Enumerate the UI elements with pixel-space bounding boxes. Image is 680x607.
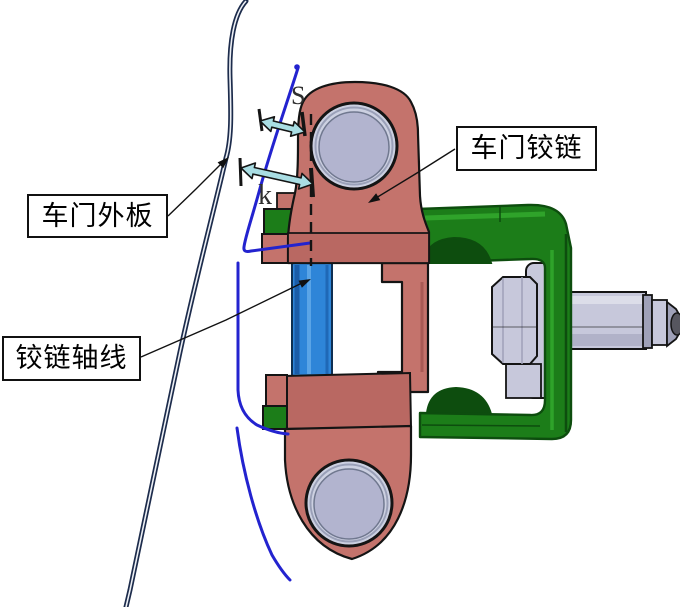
leader-hinge-axis	[140, 279, 311, 358]
lower-left-green-block	[262, 405, 288, 430]
lower-left-tab	[265, 374, 288, 409]
dim-double-arrow-s	[259, 116, 306, 137]
leader-arrowhead	[217, 157, 229, 169]
leader-line	[140, 282, 303, 358]
bracket-bottom-arm-line	[421, 424, 541, 427]
spline-upper	[242, 66, 312, 253]
bolt-nut	[491, 276, 538, 365]
lower-bushing-inner	[313, 468, 385, 540]
spline-lower	[235, 426, 292, 582]
hinge-bolt-assembly	[491, 262, 680, 399]
lower-bushing-ring-edge	[309, 463, 389, 543]
bracket-c-frame	[416, 203, 573, 441]
hinge-link-arch	[376, 261, 430, 394]
door-hinge-upper-leaf	[261, 80, 431, 265]
dim-tick	[238, 157, 243, 187]
bolt-shaft-highlight	[570, 296, 644, 304]
callout-door-hinge: 车门铰链	[456, 126, 597, 171]
bolt-step-ring	[642, 294, 653, 349]
leader-door-outer-panel	[167, 157, 229, 217]
dim-tick	[257, 108, 264, 132]
upper-leaf-base-strip	[287, 232, 430, 264]
door-outer-panel-line	[123, 0, 249, 607]
upper-bushing-ring-edge	[314, 106, 394, 186]
bolt-end-cylinder	[651, 299, 668, 346]
leader-line	[167, 163, 222, 217]
door-section-splines	[235, 64, 312, 582]
callout-door-hinge-label: 车门铰链	[470, 133, 583, 163]
dimension-s: S	[257, 81, 307, 137]
dim-label-s: S	[291, 81, 305, 110]
panel-curve-outer	[123, 0, 249, 607]
lower-leaf-top-strip	[283, 371, 413, 431]
leader-arrowhead	[368, 193, 381, 203]
body-side-bracket	[416, 203, 573, 441]
hinge-pin	[291, 262, 333, 377]
bracket-top-highlight	[424, 211, 546, 221]
dim-label-k: k	[258, 180, 272, 211]
link-arch-c	[376, 261, 430, 394]
leader-line	[375, 148, 456, 199]
callout-hinge-axis-label: 铰链轴线	[15, 343, 128, 373]
leader-arrowhead	[298, 279, 311, 288]
dimension-k: k	[238, 157, 315, 211]
callout-door-outer-panel-label: 车门外板	[41, 200, 154, 231]
callout-hinge-axis: 铰链轴线	[2, 336, 141, 381]
upper-bushing-inner	[318, 111, 390, 183]
door-hinge-lower-leaf	[262, 371, 413, 561]
bolt-tip-cap	[670, 312, 680, 336]
dim-double-arrow-k	[240, 162, 314, 190]
bolt-shaft-shadow	[570, 334, 644, 346]
bolt-nut-lower-tab	[505, 363, 542, 399]
panel-curve-inner-gap	[125, 0, 247, 607]
bracket-lower-dome	[425, 386, 493, 416]
spline-middle	[236, 261, 290, 436]
leader-door-hinge	[368, 148, 456, 203]
callout-door-outer-panel: 车门外板	[27, 194, 168, 238]
